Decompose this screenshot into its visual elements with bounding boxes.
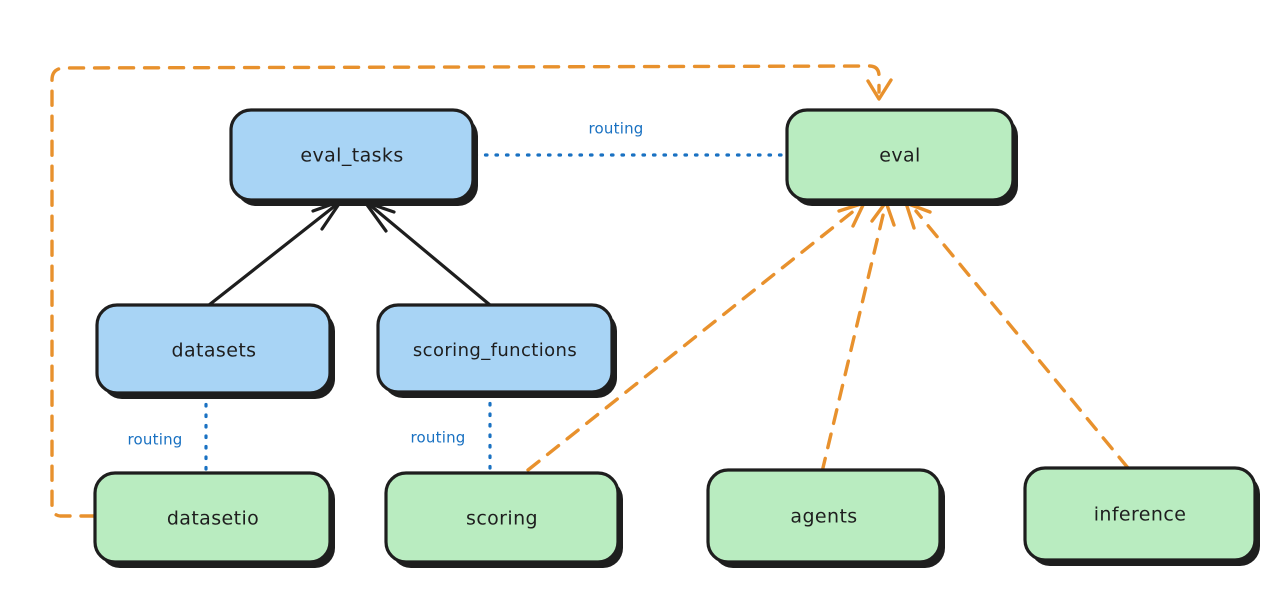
node-eval_tasks-label: eval_tasks <box>300 145 403 167</box>
node-eval[interactable]: eval <box>785 108 1018 206</box>
node-scoring-label: scoring <box>466 508 538 530</box>
node-inference-body <box>1023 466 1257 562</box>
node-eval-body <box>785 108 1015 202</box>
node-scoring_functions-label: scoring_functions <box>413 340 577 361</box>
node-datasets-label: datasets <box>172 340 257 362</box>
node-eval_tasks-body <box>229 108 475 202</box>
edge-eval_tasks-to-eval: routing <box>473 120 788 157</box>
edge-scoring_functions-to-scoring: routing <box>411 391 492 474</box>
node-datasets-body <box>95 303 332 395</box>
node-datasetio[interactable]: datasetio <box>93 471 335 568</box>
node-datasets[interactable]: datasets <box>95 303 335 399</box>
node-inference[interactable]: inference <box>1023 466 1260 566</box>
node-agents[interactable]: agents <box>706 468 945 568</box>
edge-datasets-to-eval_tasks <box>207 199 343 307</box>
node-eval_tasks[interactable]: eval_tasks <box>229 108 478 206</box>
edge-label-routing-scoring: routing <box>411 429 466 447</box>
node-scoring_functions-body <box>376 303 614 394</box>
node-agents-body <box>706 468 942 564</box>
node-scoring[interactable]: scoring <box>384 471 623 568</box>
edge-label-routing-datasetio: routing <box>128 431 183 449</box>
node-datasetio-label: datasetio <box>167 508 259 530</box>
node-inference-label: inference <box>1094 504 1187 526</box>
edge-datasets-to-datasetio: routing <box>128 392 208 474</box>
edge-label-routing-eval: routing <box>589 120 644 138</box>
edge-agents-to-eval <box>820 200 896 474</box>
node-eval-label: eval <box>879 145 920 167</box>
edge-scoring_functions-to-eval_tasks <box>363 200 492 307</box>
node-datasetio-body <box>93 471 332 564</box>
node-scoring-body <box>384 471 620 564</box>
node-agents-label: agents <box>790 506 857 528</box>
edge-datasetio-to-eval <box>50 64 893 518</box>
edge-inference-to-eval <box>904 201 1130 470</box>
node-scoring_functions[interactable]: scoring_functions <box>376 303 617 398</box>
